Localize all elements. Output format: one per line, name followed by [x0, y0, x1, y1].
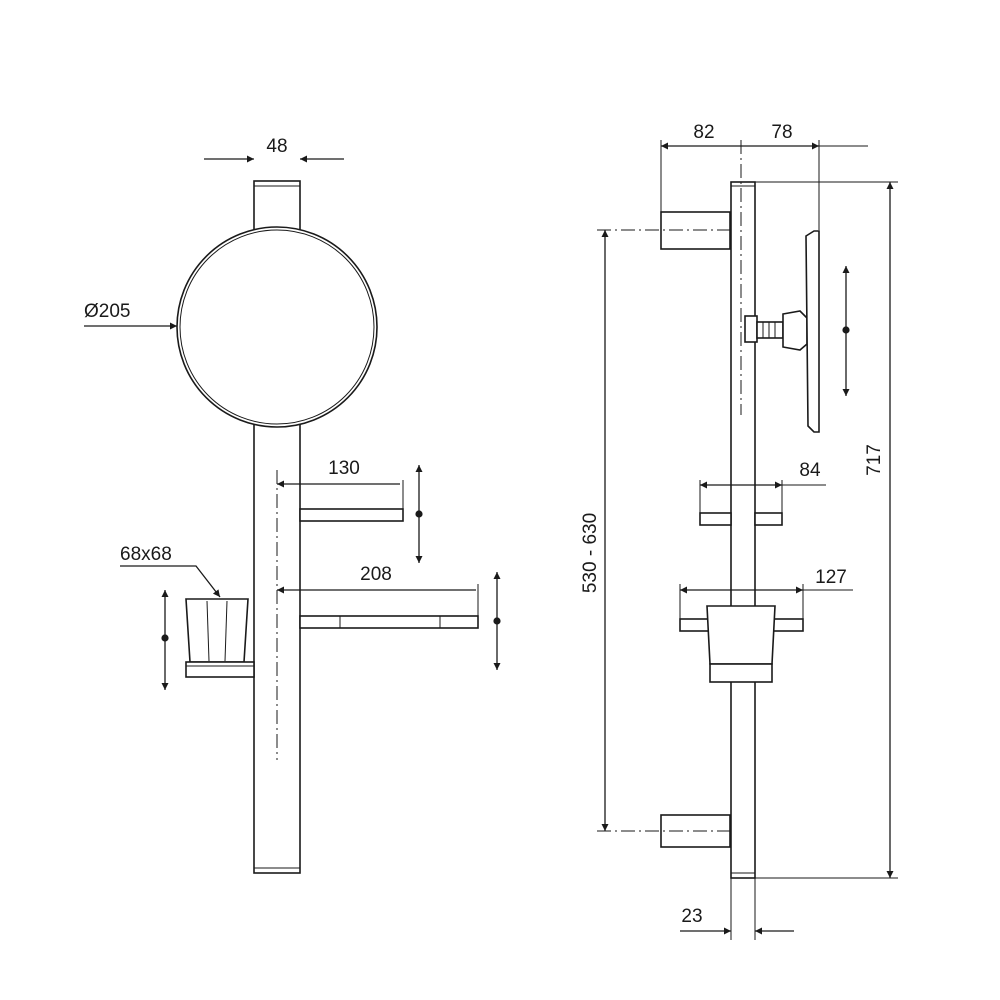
rail-width-label: 48 — [266, 136, 287, 157]
adjust-arrow-tumbler — [161, 590, 169, 690]
tumbler-holder-depth-label: 127 — [815, 567, 847, 588]
rail-width-dimension: 48 — [204, 136, 344, 163]
small-shelf-dimension: 130 — [277, 458, 404, 509]
shelf-side-left — [699, 512, 732, 526]
bracket-spacing-label: 530 - 630 — [580, 513, 601, 593]
rail-diameter-dimension: 23 — [680, 878, 794, 940]
shelf-depth-label: 84 — [799, 460, 821, 481]
mirror-side — [744, 230, 820, 433]
shelf-side-right — [754, 512, 783, 526]
front-view: 48 Ø205 130 208 68x68 — [84, 136, 501, 874]
adjust-arrow-large-shelf — [493, 572, 501, 670]
rail-side — [730, 181, 756, 879]
small-shelf-label: 130 — [328, 458, 360, 479]
small-shelf — [299, 508, 404, 522]
side-view: 82 78 717 530 - 630 84 — [580, 122, 898, 940]
rail-diameter-label: 23 — [681, 906, 702, 927]
tumbler — [185, 598, 255, 678]
total-height-dimension: 717 — [755, 181, 898, 879]
rail-to-mirror-label: 78 — [771, 122, 792, 143]
adjust-arrow-small-shelf — [415, 465, 423, 563]
depth-dimensions: 82 78 — [660, 122, 868, 230]
mirror-diameter-dimension: Ø205 — [84, 301, 177, 330]
total-height-label: 717 — [864, 444, 885, 476]
mirror — [176, 226, 378, 428]
large-shelf — [299, 615, 479, 629]
tumbler-size-dimension: 68x68 — [120, 544, 221, 598]
large-shelf-dimension: 208 — [277, 564, 479, 616]
tumbler-holder-depth-dimension: 127 — [679, 567, 853, 619]
mirror-diameter-label: Ø205 — [84, 301, 130, 322]
tumbler-holder-side — [679, 605, 804, 683]
wall-to-rail-label: 82 — [693, 122, 714, 143]
shelf-depth-dimension: 84 — [699, 460, 826, 513]
large-shelf-label: 208 — [360, 564, 392, 585]
tumbler-size-label: 68x68 — [120, 544, 172, 565]
adjust-arrow-mirror — [842, 266, 850, 396]
bracket-spacing-dimension: 530 - 630 — [580, 229, 730, 832]
